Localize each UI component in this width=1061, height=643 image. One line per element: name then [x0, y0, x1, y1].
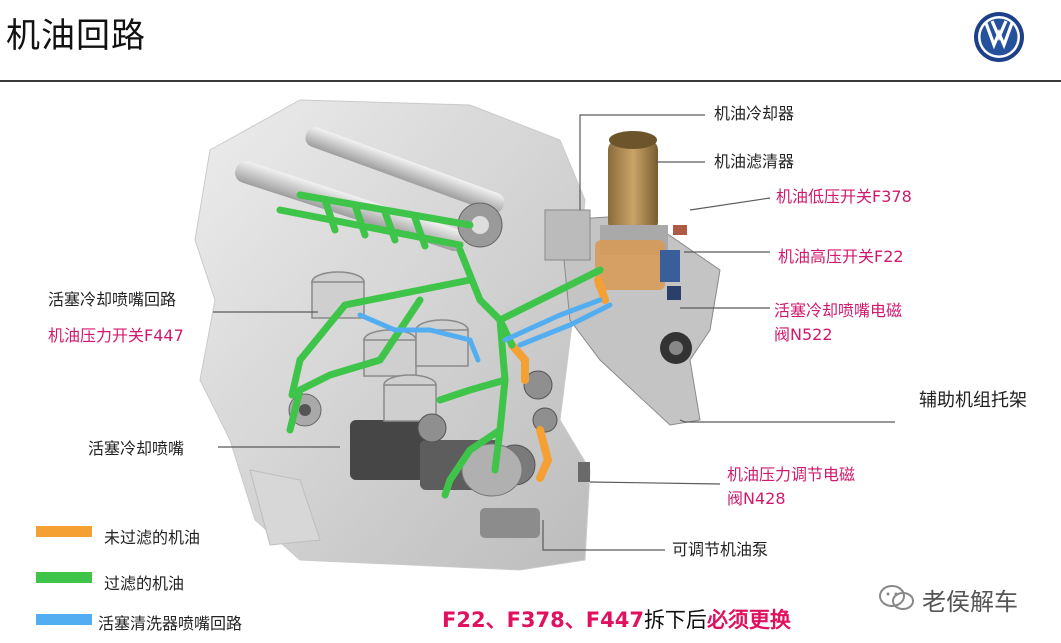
legend-swatch-filtered [36, 572, 92, 583]
unfiltered-oil-path [508, 276, 609, 482]
label-pressure-valve-line2: 阀N428 [727, 489, 786, 508]
label-oil-filter: 机油滤清器 [714, 152, 795, 171]
note-codes: F22、F378、F447 [442, 608, 644, 632]
note-middle: 拆下后 [643, 608, 707, 632]
label-oil-cooler: 机油冷却器 [714, 104, 795, 123]
note-emphasis: 必须更换 [706, 608, 791, 632]
oil-filter [600, 131, 668, 255]
leader-lines [213, 114, 895, 551]
legend-label-piston-jet: 活塞清洗器喷嘴回路 [98, 614, 243, 633]
legend-label-unfiltered: 未过滤的机油 [104, 528, 201, 547]
vw-logo [974, 12, 1024, 62]
filtered-oil-path [276, 191, 604, 499]
label-piston-jet: 活塞冷却喷嘴 [88, 439, 185, 458]
label-low-pressure-switch: 机油低压开关F378 [776, 187, 912, 206]
label-pressure-valve-line1: 机油压力调节电磁 [727, 465, 856, 484]
wechat-icon [879, 585, 914, 610]
label-piston-jet-valve-line1: 活塞冷却喷嘴电磁 [774, 301, 903, 320]
sensor-switches [578, 225, 687, 482]
label-high-pressure-switch: 机油高压开关F22 [778, 247, 904, 266]
label-piston-jet-valve-line2: 阀N522 [774, 325, 833, 344]
legend-swatch-piston-jet [36, 614, 92, 625]
label-piston-jet-circuit: 活塞冷却喷嘴回路 [48, 290, 177, 309]
page-title: 机油回路 [6, 16, 146, 56]
label-aux-bracket: 辅助机组托架 [919, 390, 1027, 411]
label-pressure-switch-f447: 机油压力开关F447 [48, 326, 184, 345]
legend-swatch-unfiltered [36, 526, 92, 537]
header-divider [0, 80, 1061, 82]
oil-cooler [595, 240, 665, 290]
piston-jet-oil-path [357, 297, 613, 363]
legend-label-filtered: 过滤的机油 [104, 574, 185, 593]
replacement-note: F22、F378、F447拆下后必须更换 [442, 604, 791, 634]
watermark-text: 老侯解车 [922, 588, 1018, 616]
label-oil-pump: 可调节机油泵 [672, 540, 769, 559]
